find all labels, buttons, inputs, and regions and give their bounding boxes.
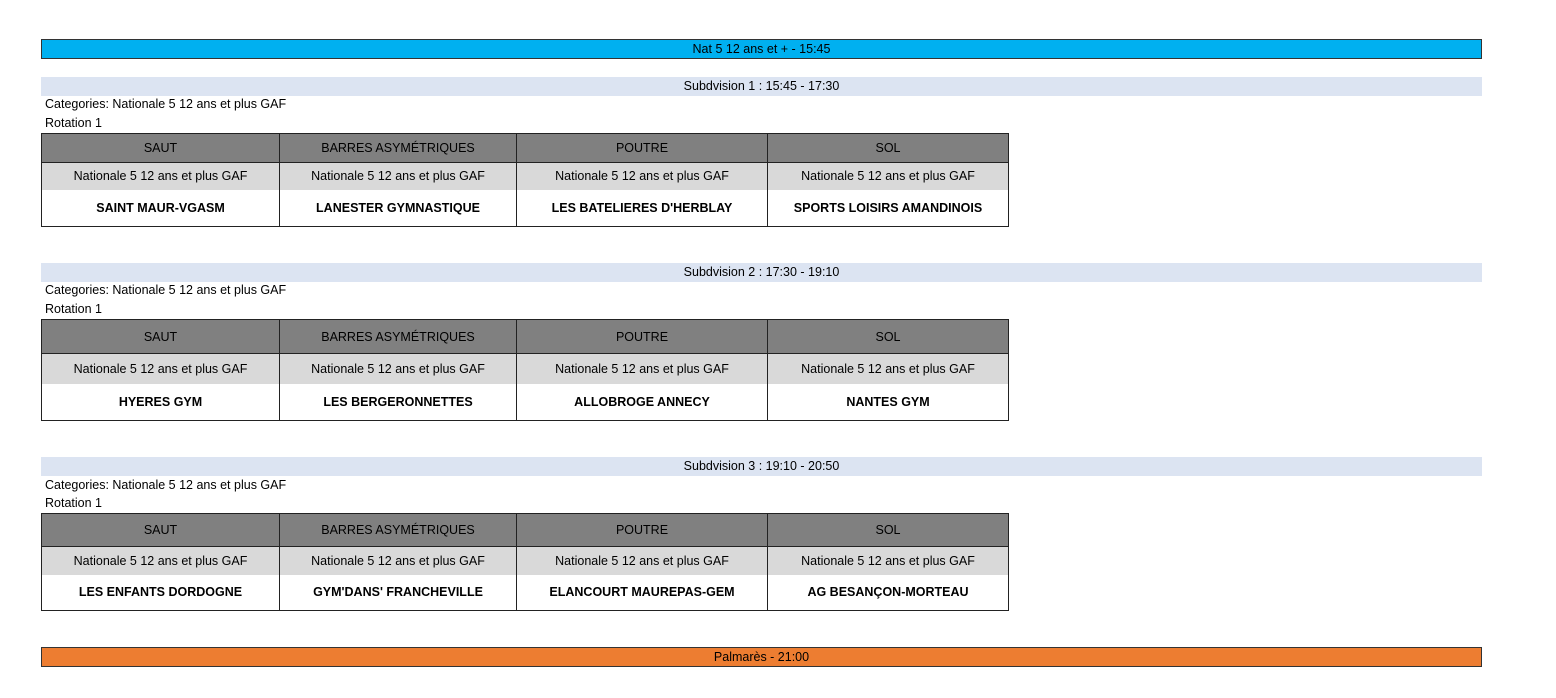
team-cell: HYERES GYM — [41, 383, 280, 421]
team-cell: NANTES GYM — [767, 383, 1009, 421]
team-cell: AG BESANÇON-MORTEAU — [767, 574, 1009, 611]
subdivision-title: Subdvision 3 : 19:10 - 20:50 — [41, 457, 1482, 476]
category-cell: Nationale 5 12 ans et plus GAF — [767, 546, 1009, 575]
category-cell: Nationale 5 12 ans et plus GAF — [516, 162, 768, 190]
category-cell: Nationale 5 12 ans et plus GAF — [279, 546, 517, 575]
category-cell: Nationale 5 12 ans et plus GAF — [41, 353, 280, 384]
category-cell: Nationale 5 12 ans et plus GAF — [41, 162, 280, 190]
team-cell: SPORTS LOISIRS AMANDINOIS — [767, 189, 1009, 227]
subdivision-title: Subdvision 1 : 15:45 - 17:30 — [41, 77, 1482, 96]
category-cell: Nationale 5 12 ans et plus GAF — [41, 546, 280, 575]
session-header-bar: Nat 5 12 ans et + - 15:45 — [41, 39, 1482, 59]
categories-label: Categories: Nationale 5 12 ans et plus G… — [45, 478, 287, 492]
rotation-label: Rotation 1 — [45, 302, 102, 316]
category-cell: Nationale 5 12 ans et plus GAF — [767, 162, 1009, 190]
team-cell: LES ENFANTS DORDOGNE — [41, 574, 280, 611]
apparatus-header: POUTRE — [516, 319, 768, 354]
team-cell: SAINT MAUR-VGASM — [41, 189, 280, 227]
team-cell: ALLOBROGE ANNECY — [516, 383, 768, 421]
team-cell: GYM'DANS' FRANCHEVILLE — [279, 574, 517, 611]
apparatus-header: BARRES ASYMÉTRIQUES — [279, 319, 517, 354]
team-cell: LES BATELIERES D'HERBLAY — [516, 189, 768, 227]
apparatus-header: SAUT — [41, 133, 280, 163]
category-cell: Nationale 5 12 ans et plus GAF — [516, 546, 768, 575]
apparatus-header: SAUT — [41, 319, 280, 354]
team-cell: LES BERGERONNETTES — [279, 383, 517, 421]
category-cell: Nationale 5 12 ans et plus GAF — [516, 353, 768, 384]
team-cell: ELANCOURT MAUREPAS-GEM — [516, 574, 768, 611]
apparatus-header: BARRES ASYMÉTRIQUES — [279, 513, 517, 547]
rotation-label: Rotation 1 — [45, 116, 102, 130]
apparatus-header: BARRES ASYMÉTRIQUES — [279, 133, 517, 163]
category-cell: Nationale 5 12 ans et plus GAF — [279, 353, 517, 384]
apparatus-header: POUTRE — [516, 133, 768, 163]
team-cell: LANESTER GYMNASTIQUE — [279, 189, 517, 227]
category-cell: Nationale 5 12 ans et plus GAF — [279, 162, 517, 190]
apparatus-header: SAUT — [41, 513, 280, 547]
palmares-bar: Palmarès - 21:00 — [41, 647, 1482, 667]
subdivision-title: Subdvision 2 : 17:30 - 19:10 — [41, 263, 1482, 282]
rotation-label: Rotation 1 — [45, 496, 102, 510]
category-cell: Nationale 5 12 ans et plus GAF — [767, 353, 1009, 384]
apparatus-header: SOL — [767, 133, 1009, 163]
apparatus-header: SOL — [767, 513, 1009, 547]
categories-label: Categories: Nationale 5 12 ans et plus G… — [45, 283, 287, 297]
apparatus-header: SOL — [767, 319, 1009, 354]
apparatus-header: POUTRE — [516, 513, 768, 547]
categories-label: Categories: Nationale 5 12 ans et plus G… — [45, 97, 287, 111]
